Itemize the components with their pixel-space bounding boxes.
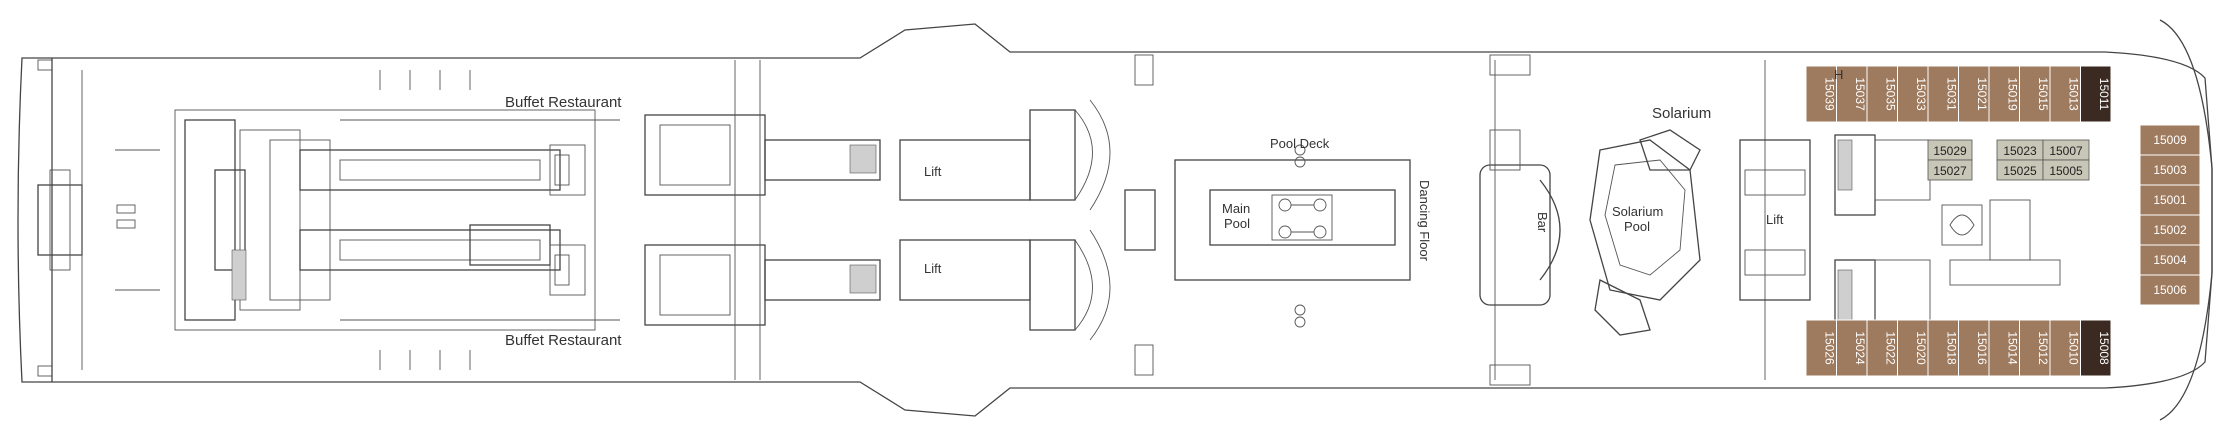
cabin-cell[interactable] [2139,244,2201,276]
buffet-restaurant-area [174,70,620,370]
cabin-cell[interactable] [1897,65,1929,123]
cabins-side: 15009 15003 15001 15002 15004 15006 [2139,124,2201,306]
solarium-label: Solarium [1652,105,1711,122]
cabin-cell[interactable] [2080,319,2112,377]
cabin-number: 15002 [2153,223,2187,237]
stern-area [37,58,160,382]
cabin-number: 15010 [2066,331,2080,365]
cabin-number: 15023 [2003,144,2037,158]
midship-lift-blocks [644,60,1111,380]
lift-label-2: Lift [924,261,942,276]
cabin-number: 15020 [1914,331,1928,365]
bow-stern-line [2159,19,2213,421]
cabin-cell[interactable] [2080,65,2112,123]
cabin-number: 15037 [1853,77,1867,111]
cabin-cell[interactable] [1866,319,1898,377]
cabin-number: 15009 [2153,133,2187,147]
cabin-cell[interactable] [1866,65,1898,123]
cabin-number: 15012 [2036,331,2050,365]
cabin-number: 15026 [1822,331,1836,365]
main-pool-label-line1: Main [1222,201,1250,216]
cabin-cell[interactable] [2139,274,2201,306]
cabins-inner: 15029 15027 15023 15025 15007 15005 [1927,139,2090,181]
pool-deck-area [1124,54,1411,376]
hull-outline [17,23,2213,417]
dancing-floor-label: Dancing Floor [1417,180,1432,262]
cabin-cell[interactable] [1836,65,1868,123]
cabin-cell[interactable] [1988,319,2020,377]
cabin-number: 15005 [2049,164,2083,178]
lift-label-1: Lift [924,164,942,179]
main-pool-label-line2: Pool [1224,216,1250,231]
cabin-number: 15014 [2005,331,2019,365]
cabin-number: 15031 [1944,77,1958,111]
pool-deck-label: Pool Deck [1270,136,1330,151]
cabin-cell[interactable] [1836,319,1868,377]
cabin-number: 15033 [1914,77,1928,111]
cabin-cell[interactable] [1927,319,1959,377]
solarium-pool-label-line1: Solarium [1612,204,1663,219]
cabin-number: 15029 [1933,144,1967,158]
cabin-number: 15025 [2003,164,2037,178]
cabin-cell[interactable] [2049,65,2081,123]
cabin-number: 15021 [1975,77,1989,111]
cabin-cell[interactable] [1805,319,1837,377]
cabin-number: 15016 [1975,331,1989,365]
cabin-cell[interactable] [2139,214,2201,246]
bar-label: Bar [1535,212,1550,233]
cabin-number: 15004 [2153,253,2187,267]
bar-solarium-area [1479,54,1811,386]
cabin-cell[interactable] [2139,184,2201,216]
cabin-cell[interactable] [2042,159,2090,181]
cabin-cell[interactable] [2019,65,2051,123]
h-marker-label: H [1834,67,1843,82]
buffet-restaurant-label-top: Buffet Restaurant [505,94,622,111]
cabin-number: 15022 [1883,331,1897,365]
cabin-cell[interactable] [1958,65,1990,123]
cabin-cell[interactable] [1897,319,1929,377]
cabin-number: 15003 [2153,163,2187,177]
cabin-number: 15039 [1822,77,1836,111]
cabin-number: 15008 [2097,331,2111,365]
cabin-number: 15006 [2153,283,2187,297]
cabin-cell[interactable] [1927,65,1959,123]
cabin-number: 15018 [1944,331,1958,365]
cabin-number: 15019 [2005,77,2019,111]
cabins-bottom: 15026 15024 15022 15020 15018 15016 15014 15012… [1805,319,2112,377]
cabin-number: 15015 [2036,77,2050,111]
lift-label-3: Lift [1766,212,1784,227]
buffet-restaurant-label-bottom: Buffet Restaurant [505,332,622,349]
cabin-number: 15001 [2153,193,2187,207]
cabin-number: 15013 [2066,77,2080,111]
cabin-number: 15035 [1883,77,1897,111]
cabin-number: 15011 [2097,78,2111,111]
cabin-cell[interactable] [1927,159,1973,181]
cabin-number: 15024 [1853,331,1867,365]
cabins-top: 15039 15037 15035 15033 15031 15021 15019 15015… [1805,65,2112,123]
cabin-cell[interactable] [1805,65,1837,123]
solarium-pool-label-line2: Pool [1624,219,1650,234]
cabin-cell[interactable] [2049,319,2081,377]
cabin-cell[interactable] [1988,65,2020,123]
cabin-number: 15027 [1933,164,1967,178]
cabin-number: 15007 [2049,144,2083,158]
